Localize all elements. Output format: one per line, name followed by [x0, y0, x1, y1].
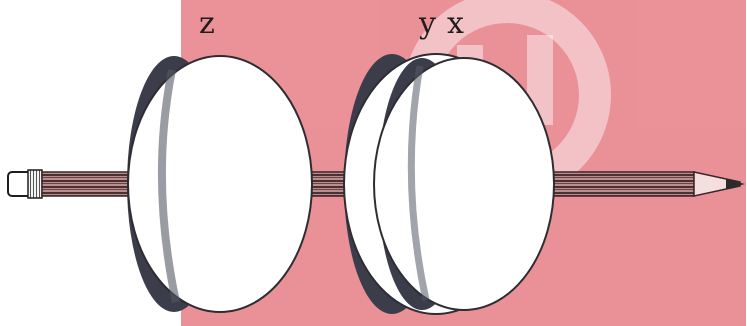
label-x: x: [447, 6, 464, 41]
label-z: z: [199, 6, 215, 41]
label-y: y: [419, 6, 436, 41]
disc-z-icon: [127, 55, 313, 313]
disc-x-icon: [373, 57, 555, 311]
